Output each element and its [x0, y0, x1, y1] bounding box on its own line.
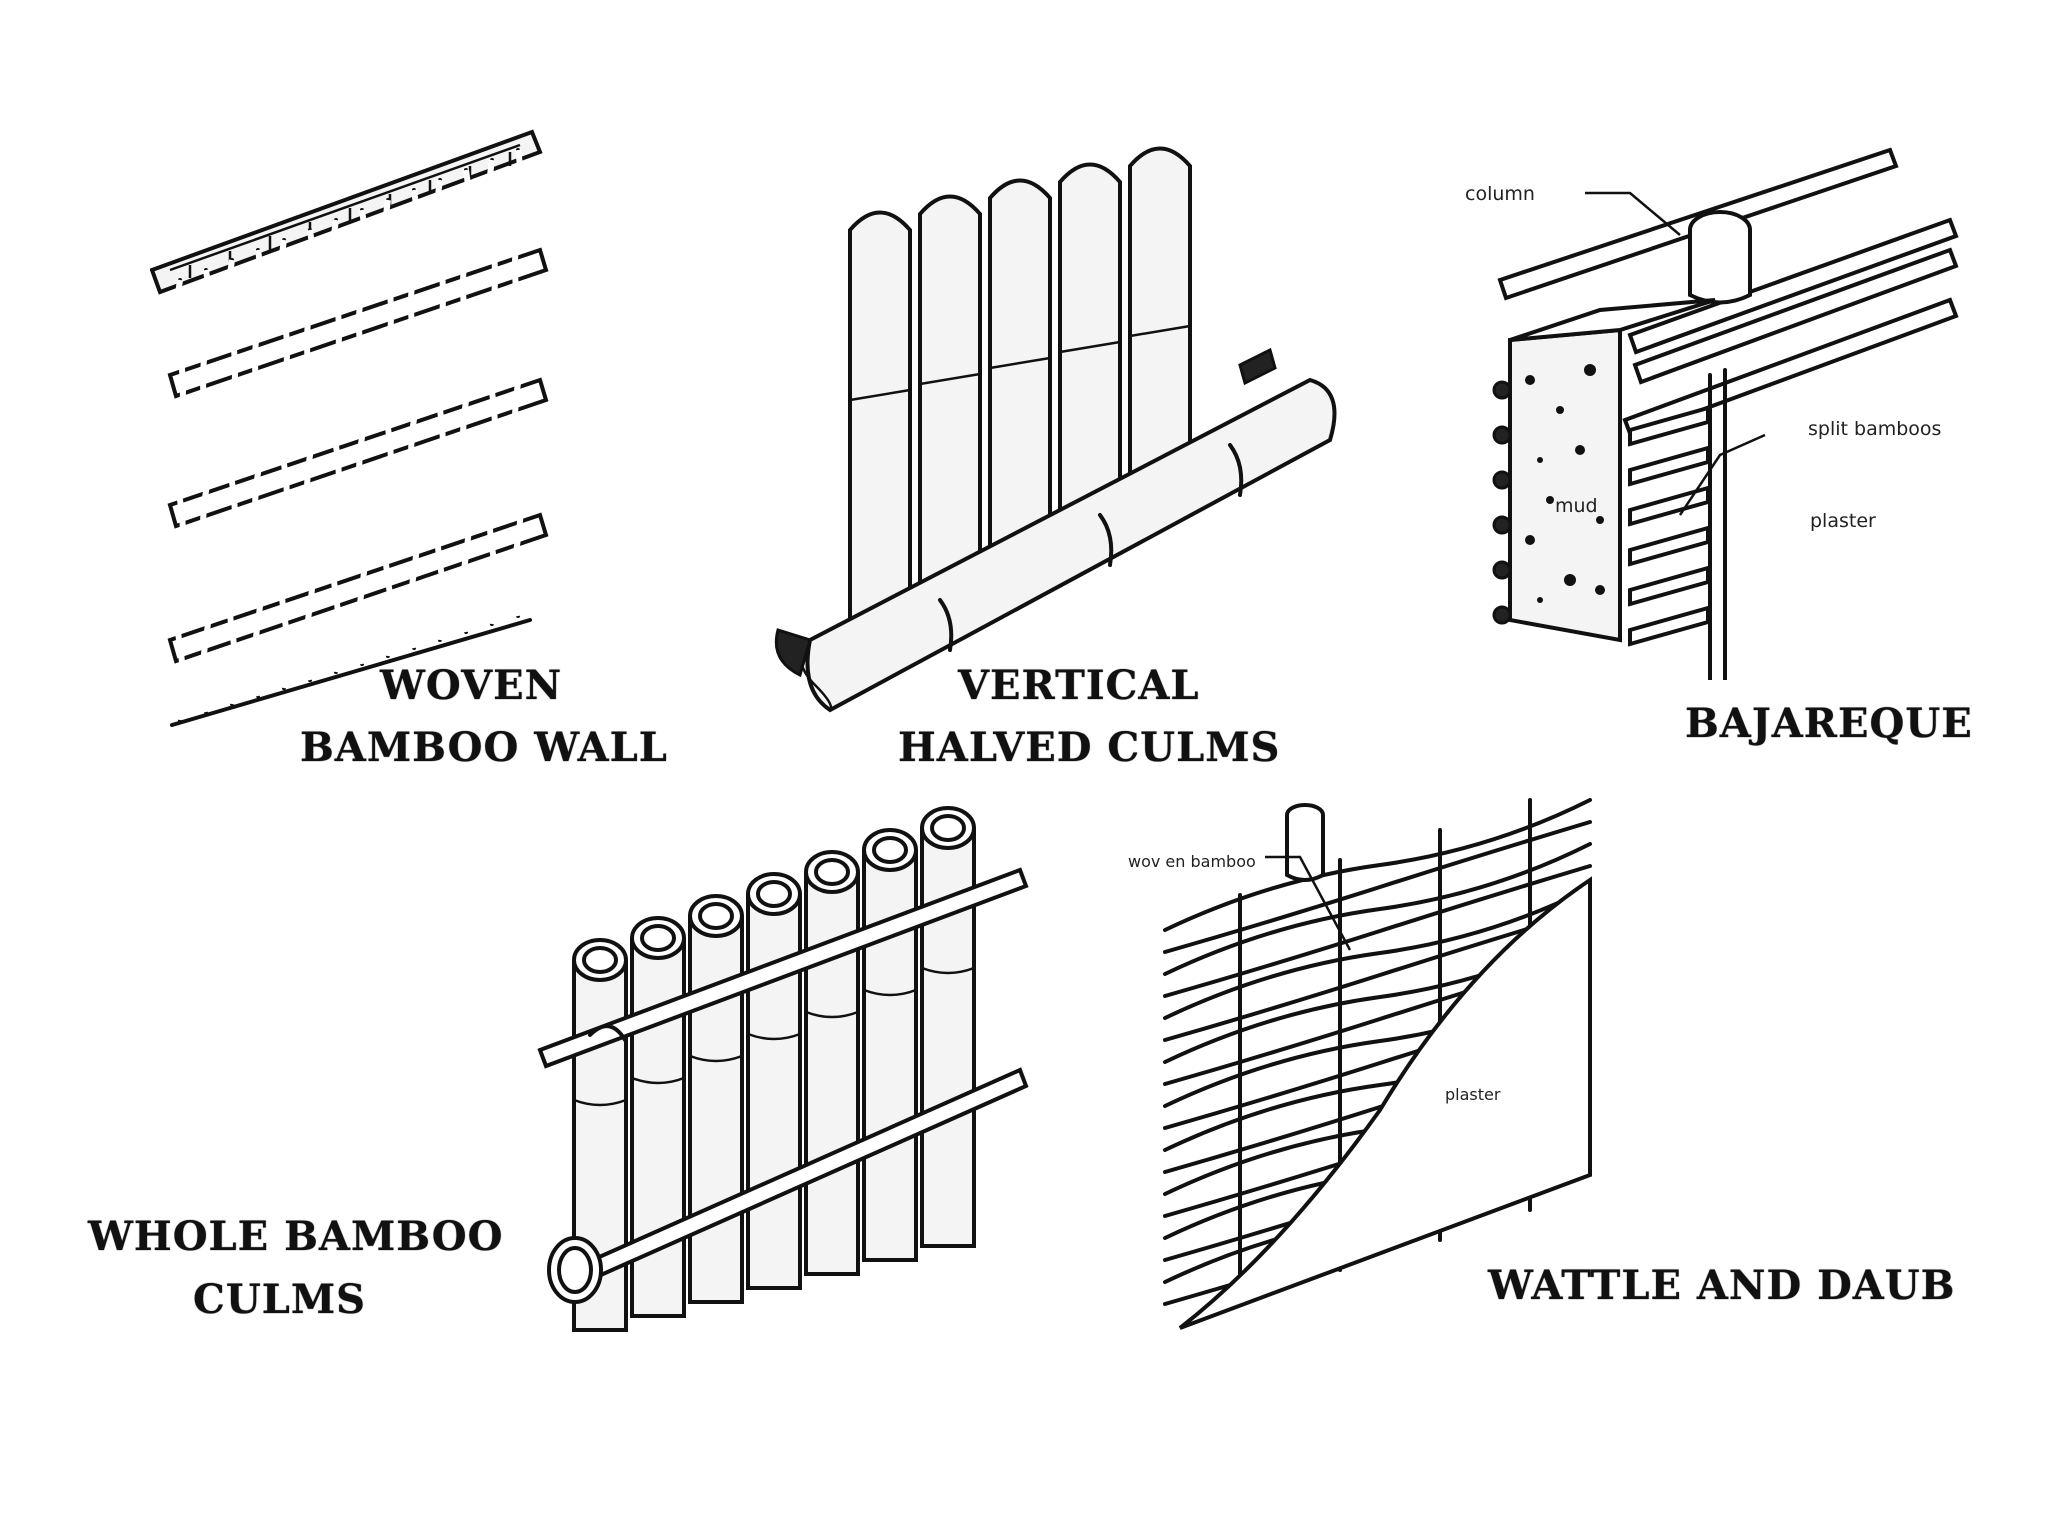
woven-caption-line1: WOVEN: [380, 662, 563, 709]
whole-caption-line2: CULMS: [193, 1276, 367, 1323]
label-split-bamboos: split bamboos: [1808, 418, 1942, 440]
label-plaster-wattle: plaster: [1445, 1085, 1501, 1104]
wattle-and-daub-illustration: [1163, 798, 1592, 1330]
woven-bamboo-wall-illustration: [150, 129, 549, 727]
wattle-caption: WATTLE AND DAUB: [1488, 1262, 1956, 1309]
bajareque-caption: BAJAREQUE: [1685, 700, 1973, 747]
label-column: column: [1465, 183, 1535, 205]
vertical-caption-line1: VERTICAL: [958, 662, 1200, 709]
label-woven-bamboo: wov en bamboo: [1128, 852, 1256, 871]
woven-caption-line2: BAMBOO WALL: [300, 724, 668, 771]
bajareque-illustration: [1492, 147, 1959, 680]
whole-caption-line1: WHOLE BAMBOO: [88, 1213, 504, 1260]
whole-bamboo-culms-illustration: [537, 806, 1029, 1332]
label-mud: mud: [1555, 495, 1598, 517]
label-plaster-bajareque: plaster: [1810, 510, 1876, 532]
vertical-caption-line2: HALVED CULMS: [898, 724, 1281, 771]
vertical-halved-culms-illustration: [774, 146, 1337, 713]
